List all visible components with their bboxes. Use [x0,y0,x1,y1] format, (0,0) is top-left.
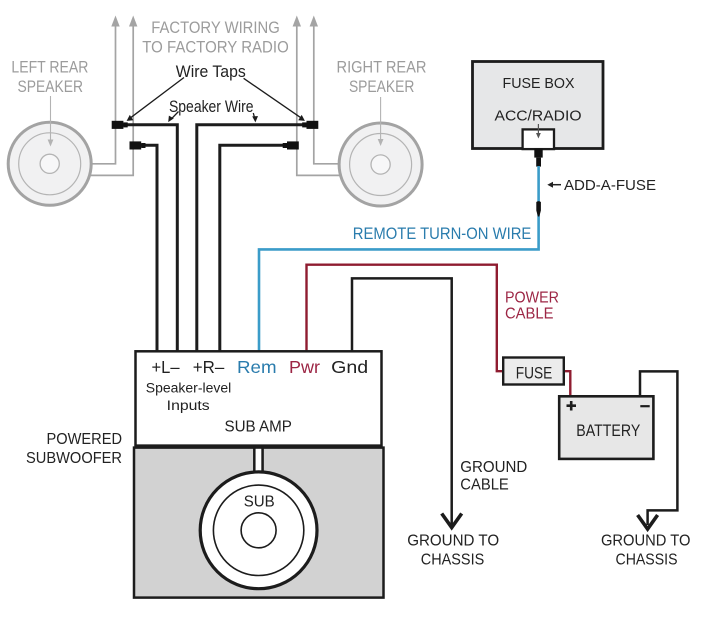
svg-text:Speaker-level: Speaker-level [146,380,232,395]
svg-text:TO FACTORY RADIO: TO FACTORY RADIO [142,38,289,56]
svg-text:Rem: Rem [237,357,277,377]
svg-text:+R–: +R– [193,357,225,377]
svg-text:Gnd: Gnd [331,357,368,377]
svg-text:Speaker Wire: Speaker Wire [169,98,254,116]
svg-text:CABLE: CABLE [460,477,509,494]
svg-text:Wire Taps: Wire Taps [176,63,246,81]
svg-text:CABLE: CABLE [505,306,554,323]
svg-text:SPEAKER: SPEAKER [18,78,84,96]
svg-text:GROUND TO: GROUND TO [601,533,691,550]
svg-text:POWERED: POWERED [47,431,123,448]
svg-text:POWER: POWER [505,290,559,307]
svg-text:SUB AMP: SUB AMP [224,419,292,436]
svg-text:BATTERY: BATTERY [576,422,640,440]
svg-text:+L–: +L– [152,357,180,377]
svg-text:LEFT REAR: LEFT REAR [11,58,88,76]
svg-text:CHASSIS: CHASSIS [421,552,485,569]
svg-text:FACTORY WIRING: FACTORY WIRING [151,19,280,37]
svg-text:FUSE: FUSE [516,363,553,382]
svg-text:Inputs: Inputs [167,398,210,413]
svg-text:GROUND TO: GROUND TO [407,533,499,550]
svg-text:GROUND: GROUND [460,459,527,476]
svg-text:RIGHT REAR: RIGHT REAR [337,58,427,76]
svg-text:REMOTE TURN-ON WIRE: REMOTE TURN-ON WIRE [353,225,532,243]
svg-text:SUBWOOFER: SUBWOOFER [26,450,122,467]
svg-text:ACC/RADIO: ACC/RADIO [495,108,582,125]
svg-text:SPEAKER: SPEAKER [349,78,415,96]
svg-text:ADD-A-FUSE: ADD-A-FUSE [564,177,656,194]
svg-text:SUB: SUB [244,494,275,511]
svg-text:FUSE BOX: FUSE BOX [503,75,575,92]
svg-text:CHASSIS: CHASSIS [616,552,678,569]
svg-text:Pwr: Pwr [289,357,320,377]
